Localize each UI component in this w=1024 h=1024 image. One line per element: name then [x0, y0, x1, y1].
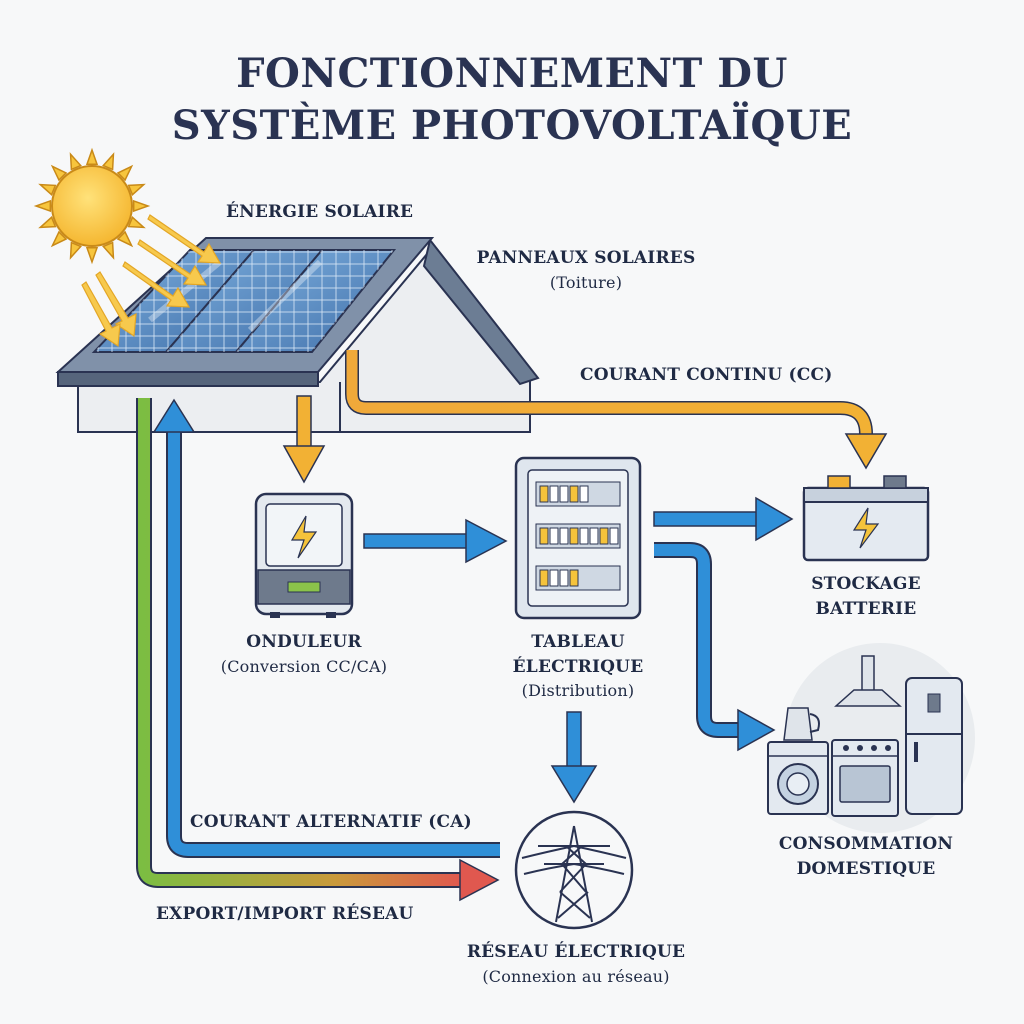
pylon-icon: [514, 810, 634, 930]
label-solar-panels: PANNEAUX SOLAIRES (Toiture): [477, 246, 696, 294]
label-ac-current: COURANT ALTERNATIF (CA): [190, 812, 472, 832]
breaker: [569, 527, 579, 545]
sunlight-rays: [81, 214, 222, 348]
title-line-2: SYSTÈME PHOTOVOLTAÏQUE: [171, 102, 853, 149]
label-grid-export: EXPORT/IMPORT RÉSEAU: [156, 904, 414, 924]
sun-ray: [69, 241, 82, 260]
sun-ray: [127, 183, 146, 196]
breaker: [569, 569, 579, 587]
label-switchboard: TABLEAU ÉLECTRIQUE (Distribution): [513, 630, 644, 702]
breaker: [539, 485, 549, 503]
label-consumption: CONSOMMATION DOMESTIQUE: [779, 832, 953, 881]
breaker: [559, 485, 569, 503]
label-consumption-line2: DOMESTIQUE: [796, 858, 936, 879]
label-inverter-title: ONDULEUR: [246, 632, 362, 652]
breaker: [549, 569, 559, 587]
dc-arrow-to-inverter: [282, 395, 326, 484]
ac-arrow-to-battery: [653, 496, 794, 542]
breaker: [549, 527, 559, 545]
sun-ray: [33, 199, 52, 213]
breaker: [539, 527, 549, 545]
dc-arrow-to-battery: [345, 350, 888, 470]
sun-icon: [33, 147, 151, 265]
sun-ray: [50, 164, 68, 182]
label-battery-line2: BATTERIE: [815, 598, 917, 619]
sun-ray: [116, 164, 134, 182]
ac-arrow-to-appliances: [654, 542, 776, 752]
label-dc-current: COURANT CONTINU (CC): [580, 365, 833, 385]
breaker: [599, 527, 609, 545]
sun-ray: [50, 230, 68, 248]
breaker: [609, 527, 619, 545]
breaker: [589, 527, 599, 545]
label-solar-panels-sub: (Toiture): [549, 272, 623, 292]
breaker: [579, 485, 589, 503]
label-solar-panels-title: PANNEAUX SOLAIRES: [476, 248, 696, 268]
title-line-1: FONCTIONNEMENT DU: [236, 50, 788, 97]
label-inverter: ONDULEUR (Conversion CC/CA): [221, 630, 387, 678]
breaker: [569, 485, 579, 503]
label-grid-title: RÉSEAU ÉLECTRIQUE: [466, 942, 686, 962]
battery-icon: [802, 475, 930, 562]
sun-ray: [69, 152, 82, 171]
ac-arrow-to-grid: [550, 711, 598, 804]
grid-export-arrow: [136, 398, 500, 902]
breaker: [579, 527, 589, 545]
label-solar-energy: ÉNERGIE SOLAIRE: [226, 202, 414, 222]
breaker: [559, 527, 569, 545]
label-consumption-line1: CONSOMMATION: [778, 834, 954, 854]
switchboard-icon: [514, 456, 642, 620]
label-grid: RÉSEAU ÉLECTRIQUE (Connexion au réseau): [467, 940, 685, 988]
sun-ray: [102, 241, 115, 260]
label-battery-line1: STOCKAGE: [811, 574, 921, 594]
breaker: [559, 569, 569, 587]
breaker: [549, 485, 559, 503]
sun-ray: [38, 183, 57, 196]
sun-ray: [85, 246, 99, 265]
ac-arrow-to-switchboard: [363, 518, 508, 564]
sun-ray: [38, 216, 57, 229]
sun-ray: [132, 199, 151, 213]
diagram-title: FONCTIONNEMENT DU SYSTÈME PHOTOVOLTAÏQUE: [0, 48, 1024, 152]
label-grid-sub: (Connexion au réseau): [482, 966, 670, 986]
label-inverter-sub: (Conversion CC/CA): [220, 656, 388, 676]
label-switchboard-sub: (Distribution): [521, 681, 635, 701]
sun-ray: [102, 152, 115, 171]
label-switchboard-line1: TABLEAU: [531, 632, 625, 652]
inverter-icon: [254, 492, 354, 618]
appliances-icon: [767, 655, 963, 817]
sun-ray: [85, 147, 99, 166]
label-battery: STOCKAGE BATTERIE: [811, 572, 921, 621]
breaker: [539, 569, 549, 587]
solar-panel-icon: [55, 237, 435, 387]
ac-arrow-grid-to-house: [152, 398, 500, 858]
sun-ray: [116, 230, 134, 248]
label-switchboard-line2: ÉLECTRIQUE: [512, 656, 644, 677]
sun-ray: [127, 216, 146, 229]
